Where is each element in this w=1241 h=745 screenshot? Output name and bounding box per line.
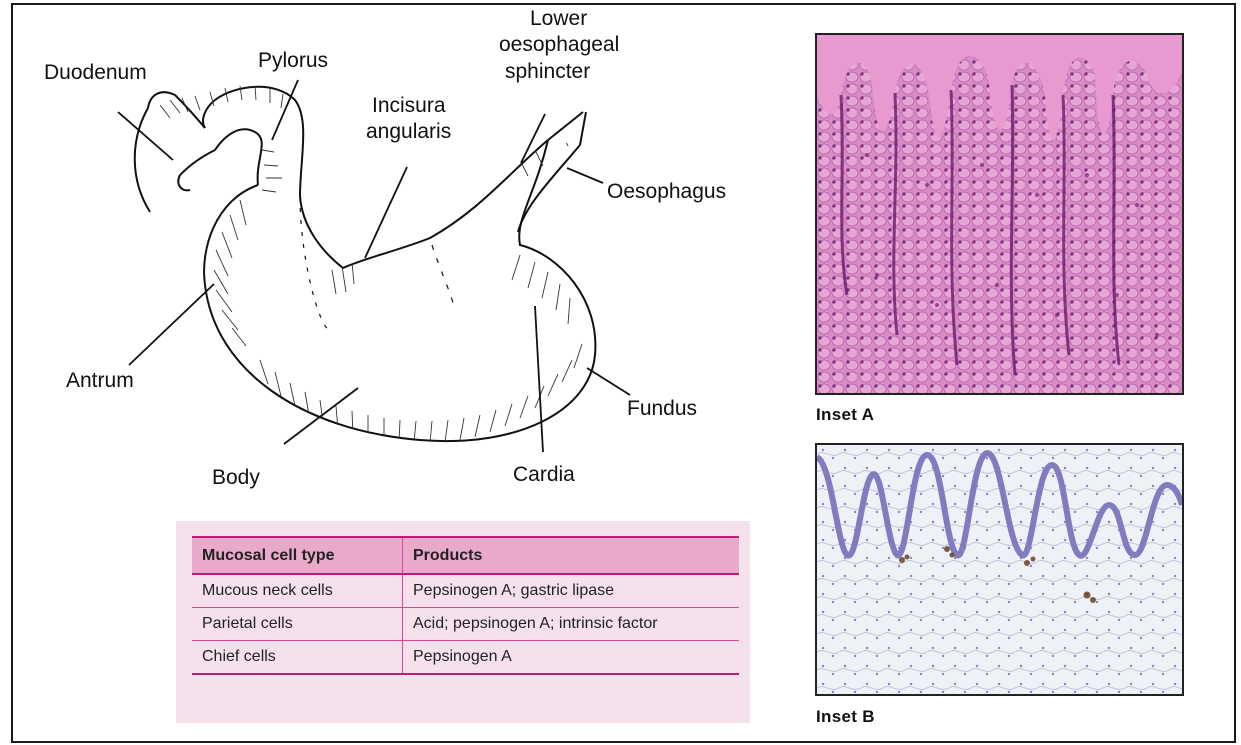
table-header-row: Mucosal cell type Products [192, 537, 739, 574]
label-oesophagus: Oesophagus [607, 180, 726, 203]
label-antrum: Antrum [66, 369, 134, 392]
table-row: Chief cells Pepsinogen A [192, 641, 739, 675]
label-fundus: Fundus [627, 397, 697, 420]
header-cell-type: Mucosal cell type [192, 537, 403, 574]
inset-b-micrograph [815, 443, 1184, 696]
inset-a-micrograph [815, 33, 1184, 395]
table-row: Parietal cells Acid; pepsinogen A; intri… [192, 608, 739, 641]
inset-a-caption: Inset A [816, 405, 874, 425]
ihc-stained-tissue [817, 445, 1182, 694]
table-row: Mucous neck cells Pepsinogen A; gastric … [192, 574, 739, 608]
stomach-hatching [214, 124, 582, 443]
label-incisura-line2: angularis [366, 120, 451, 143]
label-les-line2: oesophageal [499, 33, 619, 56]
label-incisura-line1: Incisura [372, 94, 446, 117]
cell-type-table: Mucosal cell type Products Mucous neck c… [192, 536, 739, 675]
label-duodenum: Duodenum [44, 61, 147, 84]
table-cell: Parietal cells [192, 608, 403, 641]
label-les-line1: Lower [530, 7, 587, 30]
table-cell: Chief cells [192, 641, 403, 675]
label-cardia: Cardia [513, 463, 575, 486]
table-cell: Acid; pepsinogen A; intrinsic factor [403, 608, 740, 641]
table-cell: Pepsinogen A; gastric lipase [403, 574, 740, 608]
stomach-diagram: Duodenum Pylorus Incisura angularis Lowe… [0, 0, 800, 520]
label-les-line3: sphincter [505, 60, 590, 83]
table-cell: Mucous neck cells [192, 574, 403, 608]
he-stained-tissue [817, 35, 1182, 393]
header-products: Products [403, 537, 740, 574]
table-cell: Pepsinogen A [403, 641, 740, 675]
cell-type-table-panel: Mucosal cell type Products Mucous neck c… [176, 521, 750, 723]
inset-b-caption: Inset B [816, 707, 875, 727]
label-pylorus: Pylorus [258, 49, 328, 72]
label-body: Body [212, 466, 260, 489]
